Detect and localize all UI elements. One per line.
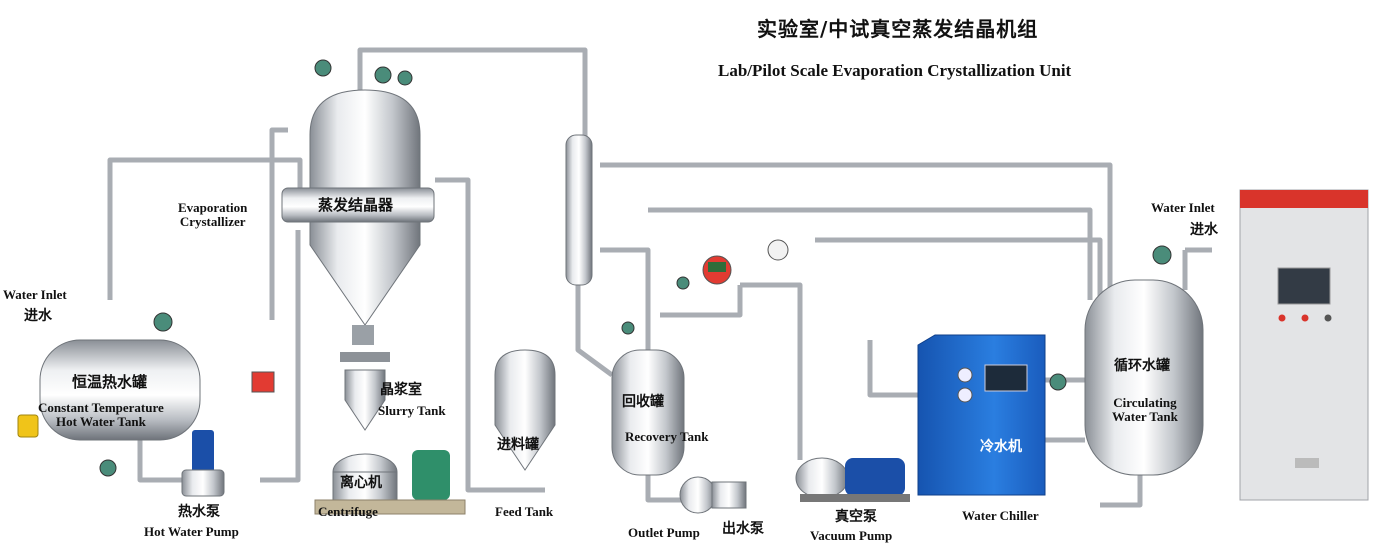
water-chiller-label-en: Water Chiller <box>962 508 1039 523</box>
evaporation-crystallizer-label-en: Evaporation Crystallizer <box>178 201 247 228</box>
outlet-pump-label-zh: 出水泵 <box>722 521 764 537</box>
circulating-tank-label-en: Circulating Water Tank <box>1112 396 1178 423</box>
hot-water-tank-label-en: Constant Temperature Hot Water Tank <box>38 401 164 428</box>
circulating-tank-en-line1: Circulating <box>1113 395 1177 410</box>
evaporation-crystallizer <box>281 89 435 345</box>
circulating-tank-en-line2: Water Tank <box>1112 408 1178 424</box>
vacuum-pump <box>795 457 910 502</box>
hot-water-tank-en-line1: Constant Temperature <box>38 400 164 415</box>
recovery-tank <box>611 349 685 476</box>
hot-water-tank-en-line2: Hot Water Tank <box>55 413 146 429</box>
slurry-tank <box>340 352 390 431</box>
instruments <box>99 59 1172 477</box>
vacuum-pump-label-en: Vacuum Pump <box>810 528 893 543</box>
condenser <box>565 134 593 286</box>
centrifuge-label-zh: 离心机 <box>340 475 382 491</box>
title-en: Lab/Pilot Scale Evaporation Crystallizat… <box>718 61 1072 80</box>
outlet-pump-label-en: Outlet Pump <box>628 525 700 540</box>
circulating-tank-label-zh: 循环水罐 <box>1114 358 1170 374</box>
evaporation-crystallizer-en-line2: Crystallizer <box>179 213 246 229</box>
water-chiller <box>917 334 1046 496</box>
evaporation-crystallizer-en-line1: Evaporation <box>178 200 248 215</box>
outlet-pump <box>679 476 747 514</box>
recovery-tank-label-en: Recovery Tank <box>625 429 709 444</box>
hot-water-pump-label-en: Hot Water Pump <box>144 524 239 539</box>
water-inlet-left-en: Water Inlet <box>3 287 67 302</box>
vacuum-pump-label-zh: 真空泵 <box>835 509 877 525</box>
control-cabinet <box>1239 189 1369 501</box>
water-inlet-left-zh: 进水 <box>24 308 52 324</box>
feed-tank <box>494 349 556 471</box>
pipe-network <box>107 47 1212 508</box>
feed-tank-label-en: Feed Tank <box>495 504 554 519</box>
water-inlet-right-en: Water Inlet <box>1151 200 1215 215</box>
slurry-tank-label-en: Slurry Tank <box>378 403 446 418</box>
centrifuge <box>314 450 466 515</box>
centrifuge-label-en: Centrifuge <box>318 504 378 519</box>
hot-water-tank-label-zh: 恒温热水罐 <box>72 373 148 391</box>
hot-water-pump <box>181 430 225 497</box>
hot-water-tank <box>17 339 201 441</box>
evaporation-crystallizer-label-zh: 蒸发结晶器 <box>318 196 394 214</box>
title-zh: 实验室/中试真空蒸发结晶机组 <box>757 17 1039 41</box>
hot-water-pump-label-zh: 热水泵 <box>178 504 220 520</box>
feed-tank-label-zh: 进料罐 <box>497 437 539 453</box>
circulating-water-tank <box>1084 279 1204 476</box>
recovery-tank-label-zh: 回收罐 <box>622 394 664 410</box>
water-inlet-right-zh: 进水 <box>1190 222 1218 238</box>
slurry-tank-label-zh: 晶浆室 <box>380 382 422 398</box>
water-chiller-label-zh: 冷水机 <box>980 439 1022 455</box>
